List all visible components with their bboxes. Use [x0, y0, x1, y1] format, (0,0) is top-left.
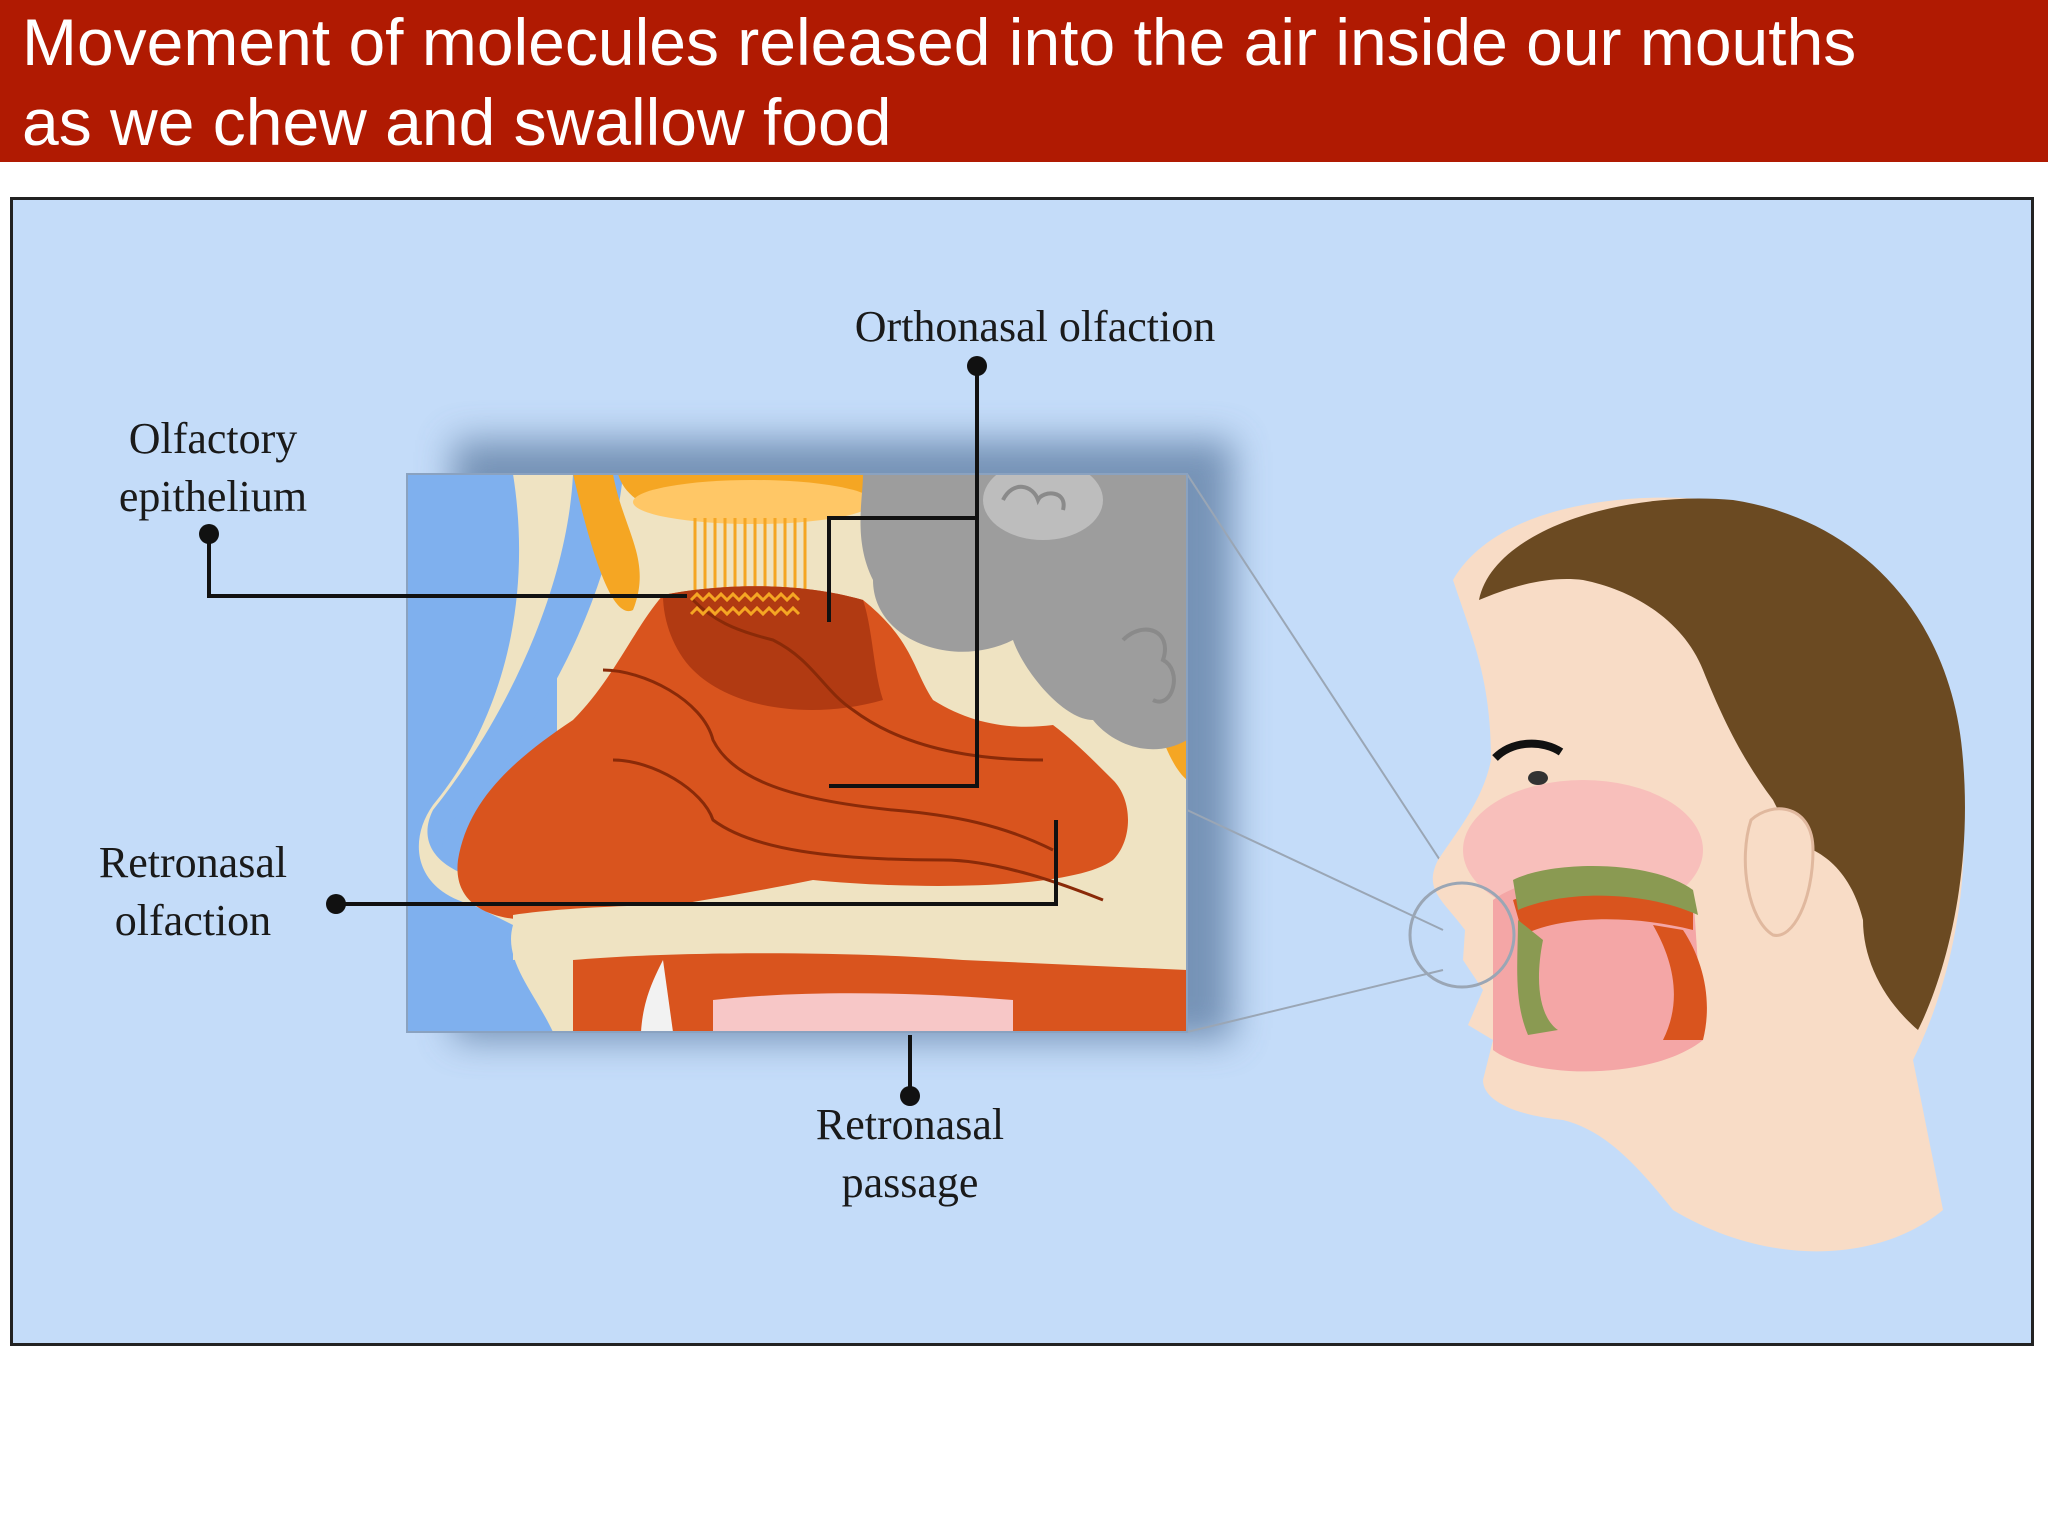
page-title: Movement of molecules released into the …: [22, 5, 1857, 159]
retronasal-passage-line1: Retronasal: [815, 1100, 1005, 1149]
inset-frame: [406, 473, 1188, 1033]
head-illustration: [1408, 497, 1965, 1252]
orthonasal-text: Orthonasal olfaction: [854, 302, 1216, 351]
label-retronasal-passage: Retronasal passage: [780, 1096, 1040, 1212]
hair: [1479, 498, 1965, 1030]
magnifier-circle: [1408, 881, 1516, 989]
leader-dots: [199, 356, 987, 1106]
retronasal-olfaction-line2: olfaction: [114, 896, 272, 945]
label-orthonasal-olfaction: Orthonasal olfaction: [825, 298, 1245, 356]
nasal-cavity-inset: [407, 474, 1187, 1032]
magnifier-lines: [1186, 473, 1454, 1033]
title-banner: Movement of molecules released into the …: [0, 0, 2048, 162]
ear: [1743, 807, 1815, 937]
olfaction-diagram: Orthonasal olfaction Olfactory epitheliu…: [10, 197, 2034, 1346]
olfactory-line2: epithelium: [118, 472, 308, 521]
retronasal-passage-line2: passage: [841, 1158, 979, 1207]
diagram-artwork: [199, 356, 1965, 1252]
eyebrow: [1492, 739, 1564, 762]
retronasal-olfaction-line1: Retronasal: [98, 838, 288, 887]
olfactory-line1: Olfactory: [128, 414, 298, 463]
label-retronasal-olfaction: Retronasal olfaction: [63, 834, 323, 950]
label-olfactory-epithelium: Olfactory epithelium: [93, 410, 333, 526]
leader-lines: [207, 366, 1058, 1096]
eye: [1528, 771, 1548, 785]
